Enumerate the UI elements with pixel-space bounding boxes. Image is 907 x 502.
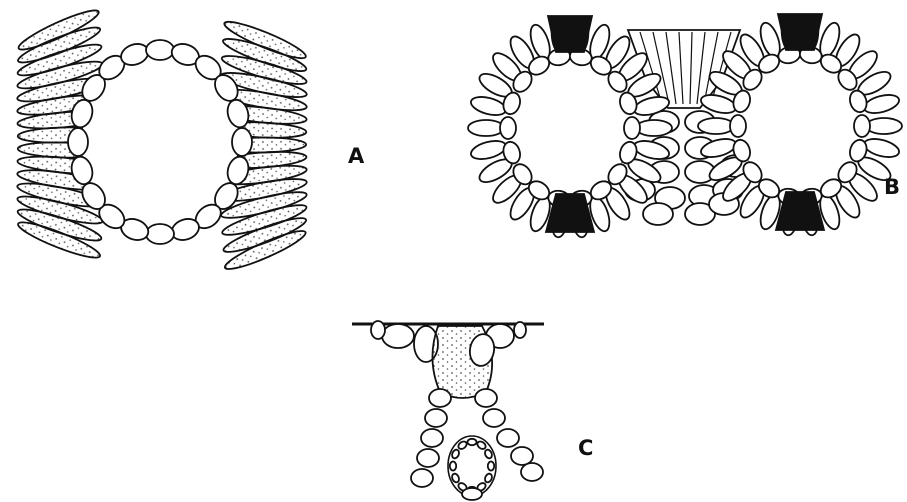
ring-cell <box>468 439 477 445</box>
ring-cell <box>488 462 494 471</box>
panel-a-label: A <box>348 144 365 168</box>
radiating-cell <box>698 118 734 134</box>
ring-cell <box>146 40 174 60</box>
ring-cell <box>624 117 640 139</box>
chain-cell <box>475 389 497 407</box>
panel-b-drawing <box>468 14 902 238</box>
chain-cell <box>521 463 543 481</box>
ring-cell <box>500 117 516 139</box>
chain-cell <box>483 409 505 427</box>
ring-cell <box>450 462 456 471</box>
chain-cell <box>497 429 519 447</box>
chain-cell <box>411 469 433 487</box>
ring-cell <box>68 128 88 156</box>
radiating-cell <box>862 136 901 161</box>
radiating-cell <box>862 92 901 117</box>
panel-b-label: B <box>884 175 900 199</box>
stomatal-pore <box>455 444 489 488</box>
ring-cell <box>730 115 746 137</box>
column-cell <box>643 203 673 225</box>
ring-cell <box>854 115 870 137</box>
epidermal-cell <box>382 324 414 348</box>
thickened-wall <box>548 16 592 52</box>
chain-cell <box>429 389 451 407</box>
radiating-cell <box>866 118 902 134</box>
radiating-cell <box>469 138 508 163</box>
chain-cell <box>421 429 443 447</box>
ring-cell <box>146 224 174 244</box>
thickened-wall <box>778 14 822 50</box>
panel-a-drawing <box>15 5 308 275</box>
radiating-cell <box>636 120 672 136</box>
epidermal-cell <box>371 321 385 339</box>
radiating-cell <box>469 94 508 119</box>
ring-cell <box>232 128 252 156</box>
chain-cell <box>417 449 439 467</box>
panel-c-label: C <box>578 436 593 460</box>
epidermal-cell <box>514 322 526 338</box>
panel-c-drawing <box>352 321 544 500</box>
chain-cell <box>462 488 482 500</box>
chain-cell <box>425 409 447 427</box>
radiating-cell <box>468 120 504 136</box>
